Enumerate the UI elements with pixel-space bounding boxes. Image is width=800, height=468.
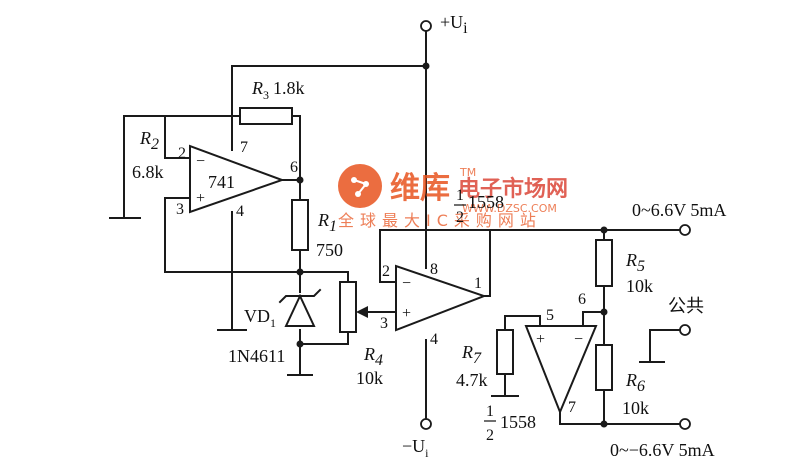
resistor-r7 — [496, 329, 514, 375]
svg-text:−: − — [574, 331, 583, 348]
u741-pin-vneg: 4 — [236, 203, 244, 220]
svg-text:1558: 1558 — [468, 192, 504, 212]
watermark-logo-icon — [338, 164, 382, 208]
output-top-label: 0~6.6V 5mA — [632, 200, 726, 220]
r4-name: R4 — [363, 344, 383, 369]
output-bottom-label: 0~−6.6V 5mA — [610, 440, 715, 460]
supply-neg-terminal — [420, 418, 432, 430]
r5-value: 10k — [626, 276, 653, 296]
svg-text:+: + — [536, 331, 545, 348]
u1558a-pin-noninv: 3 — [380, 315, 388, 332]
u1558a-pin-inv: 2 — [382, 263, 390, 280]
svg-text:+: + — [196, 190, 205, 207]
r5-name: R5 — [625, 250, 645, 275]
svg-text:−: − — [196, 153, 205, 170]
u1558a-pin-vneg: 4 — [430, 331, 438, 348]
svg-text:1: 1 — [486, 403, 494, 420]
u1558b-pin-inv: 6 — [578, 291, 586, 308]
r7-value: 4.7k — [456, 370, 488, 390]
svg-text:−: − — [402, 275, 411, 292]
r1-value: 750 — [316, 240, 343, 260]
watermark-brand: 维库 — [390, 171, 450, 206]
r6-name: R6 — [625, 370, 645, 395]
supply-pos-terminal — [420, 20, 432, 32]
opamp-741 — [189, 144, 285, 214]
resistor-r3 — [239, 107, 293, 125]
output-bottom-terminal — [679, 418, 691, 430]
svg-text:1: 1 — [456, 187, 464, 204]
resistor-r4 — [339, 281, 357, 333]
svg-text:+: + — [402, 305, 411, 322]
output-common-label: 公共 — [668, 296, 704, 317]
watermark-tagline: 全球最大IC采购网站 — [338, 211, 542, 230]
supply-neg-label: −Ui — [402, 436, 429, 460]
output-common-terminal — [679, 324, 691, 336]
opamp-1558b — [524, 325, 598, 415]
r7-name: R7 — [461, 342, 482, 367]
r2-value: 6.8k — [132, 162, 164, 182]
svg-text:2: 2 — [456, 209, 464, 226]
zener-vd1 — [278, 288, 322, 327]
vd1-name: VD1 — [244, 306, 276, 330]
u1558a-pin-vpos: 8 — [430, 261, 438, 278]
supply-pos-label: +Ui — [440, 12, 468, 37]
watermark-title: 电子市场网 — [458, 176, 568, 202]
u1558b-pin-out: 7 — [568, 399, 576, 416]
u741-label: 741 — [208, 172, 235, 192]
opamp-1558a — [395, 264, 487, 332]
r1-name: R1 — [317, 210, 337, 235]
junctions — [296, 62, 608, 428]
resistor-r5 — [595, 239, 613, 287]
output-top-terminal — [679, 224, 691, 236]
u741-pin-out: 6 — [290, 159, 298, 176]
resistor-r6 — [595, 344, 613, 391]
vd1-part: 1N4611 — [228, 346, 285, 366]
svg-text:1558: 1558 — [500, 412, 536, 432]
r2-name: R2 — [139, 128, 159, 153]
r6-value: 10k — [622, 398, 649, 418]
resistor-r1 — [291, 199, 309, 251]
watermark-url: WWW.DZSC.COM — [462, 202, 557, 215]
u1558a-label: 1 2 1558 — [454, 187, 504, 226]
r4-value: 10k — [356, 368, 383, 388]
u741-pin-vpos: 7 — [240, 139, 248, 156]
u1558a-pin-out: 1 — [474, 275, 482, 292]
u1558b-pin-noninv: 5 — [546, 307, 554, 324]
r4-wiper-arrow — [356, 306, 368, 318]
watermark-tm: TM — [459, 166, 476, 179]
watermark: 维库 电子市场网 TM WWW.DZSC.COM 全球最大IC采购网站 — [338, 164, 568, 230]
svg-text:2: 2 — [486, 427, 494, 444]
u741-pin-inv: 2 — [178, 145, 186, 162]
u741-pin-noninv: 3 — [176, 201, 184, 218]
u1558b-label: 1 2 1558 — [484, 403, 536, 444]
